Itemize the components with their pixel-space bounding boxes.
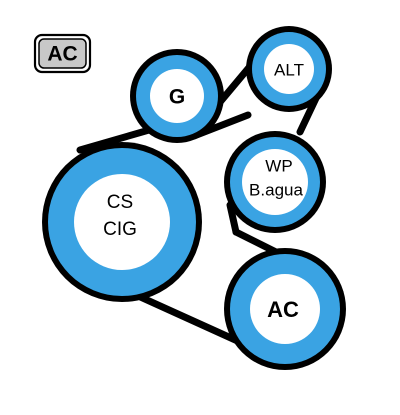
pulley-cs-label-line2: CIG xyxy=(103,219,137,240)
pulley-cs: CS CIG xyxy=(48,148,196,296)
pulley-g: G xyxy=(136,55,218,137)
pulley-cs-label-line1: CS xyxy=(107,192,133,213)
pulley-alt-hub xyxy=(264,44,314,94)
pulley-ac-label: AC xyxy=(267,297,299,322)
pulley-cs-hub xyxy=(74,174,170,270)
badge-label: AC xyxy=(47,43,77,66)
badge-inner xyxy=(38,38,87,69)
pulley-g-hub xyxy=(150,69,204,123)
pulley-ac: AC xyxy=(230,254,340,364)
pulley-g-label: G xyxy=(169,86,185,109)
badge-outer-border xyxy=(33,33,92,74)
pulley-alt-label: ALT xyxy=(274,60,304,79)
pulley-wp-hub xyxy=(242,149,308,215)
belt-span-cs-to-g xyxy=(76,124,160,154)
pulley-wp-label-line2: B.agua xyxy=(249,180,303,199)
ac-mode-badge: AC xyxy=(33,33,92,74)
pulley-ac-hub xyxy=(250,274,320,344)
pulley-wp-label-line1: WP xyxy=(265,156,292,175)
pulley-alt: ALT xyxy=(252,32,326,106)
belt-span-wp-inner xyxy=(226,201,240,236)
pulley-wp: WP B.agua xyxy=(230,137,320,227)
